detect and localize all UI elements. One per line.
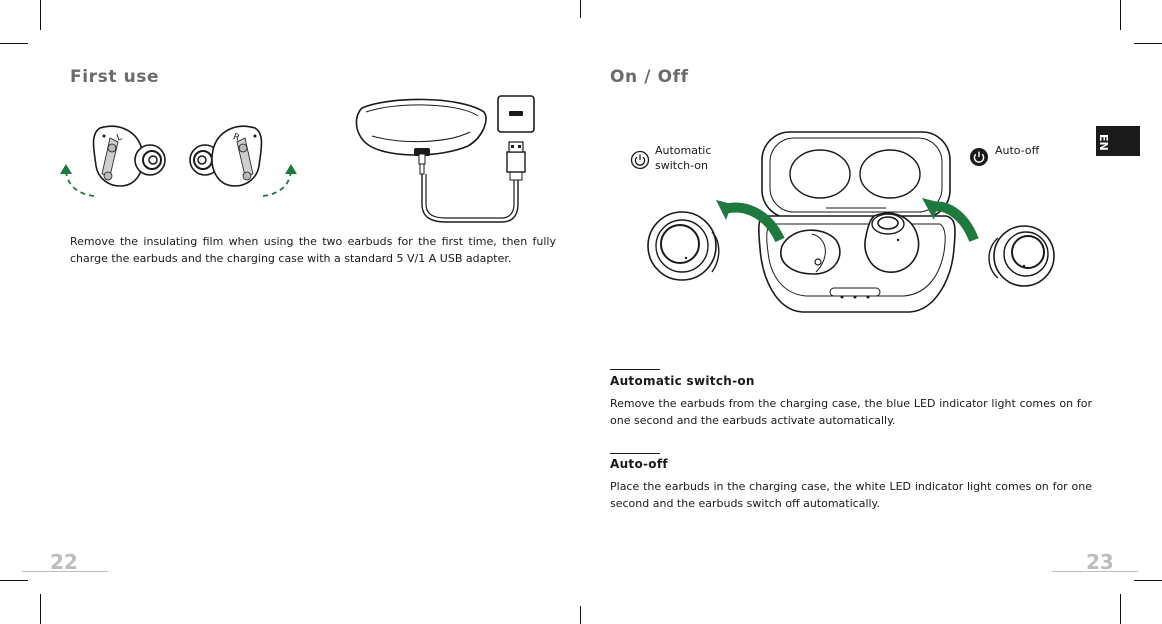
section2-title: Auto-off [610,457,668,471]
language-tab [1096,126,1140,156]
charging-case-usb-illustration [355,95,535,223]
left-page-body: Remove the insulating film when using th… [70,235,556,265]
section1-title: Automatic switch-on [610,374,755,388]
left-page-heading: First use [70,67,160,87]
left-earbud-illustration [60,125,166,197]
crop-mark [1134,43,1162,44]
section1-rule [610,369,660,370]
crop-mark [1120,594,1121,624]
open-charging-case-illustration [647,131,1055,313]
left-page-number-line [22,571,108,572]
callout-switch-on-line2: switch-on [655,159,708,172]
callout-auto-off: Auto-off [995,144,1040,157]
crop-mark [0,43,28,44]
section1-body: Remove the earbuds from the charging cas… [610,397,1092,427]
power-filled-icon [970,148,988,166]
crop-mark [0,580,28,581]
callout-switch-on-line1: Automatic [655,144,712,157]
crop-mark [1120,0,1121,30]
right-page-number: 23 [1086,550,1114,574]
power-outline-icon [630,150,650,170]
crop-mark [1134,580,1162,581]
section2-rule [610,453,660,454]
left-page-number: 22 [50,550,78,574]
right-page-heading: On / Off [610,67,689,87]
crop-mark [40,0,41,30]
section2-body: Place the earbuds in the charging case, … [610,480,1092,510]
right-page-number-line [1052,571,1138,572]
language-tab-label: EN [1097,134,1110,151]
crop-mark [580,0,581,18]
right-earbud-illustration [189,125,297,197]
crop-mark [580,606,581,624]
crop-mark [40,594,41,624]
